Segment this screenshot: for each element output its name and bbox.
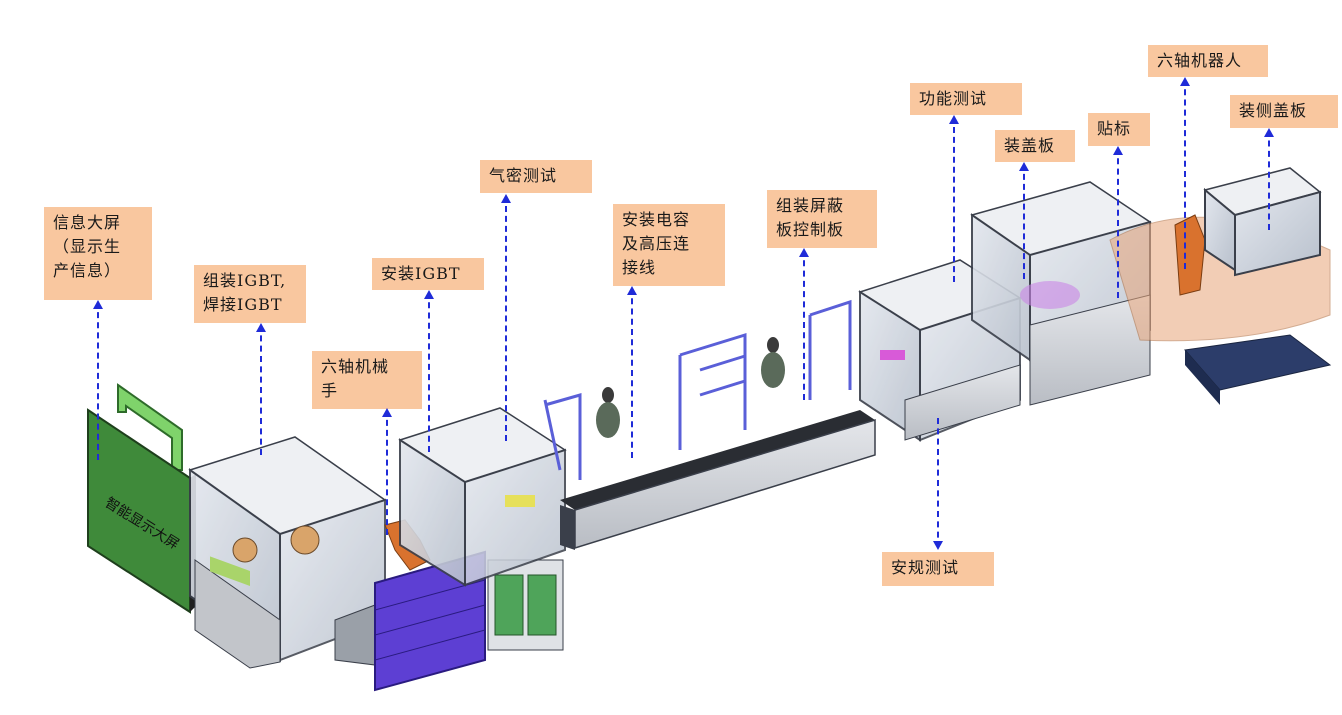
station-install-igbt-airtight [398,407,567,587]
label-side-cover: 装侧盖板 [1230,95,1338,128]
station-robot-side-cover [1109,167,1332,405]
label-install-capacitor: 安装电容 及高压连 接线 [613,204,725,286]
pointer-install-capacitor [627,286,637,458]
label-shield-board: 组装屏蔽 板控制板 [767,190,877,248]
station-cover-labeling [970,181,1152,406]
pointer-function-test [949,115,959,282]
material-racks [543,299,852,480]
label-six-axis-arm: 六轴机械 手 [312,351,422,409]
label-cover-plate: 装盖板 [995,130,1075,162]
pointer-install-igbt [424,290,434,452]
pointer-assemble-igbt [256,323,266,455]
info-big-screen: 智能显示大屏 [87,383,196,614]
label-install-igbt: 安装IGBT [372,258,484,290]
pointer-labeling [1113,146,1123,298]
pointer-side-cover [1264,128,1274,230]
pointer-cover-plate [1019,162,1029,279]
label-assemble-igbt: 组装IGBT, 焊接IGBT [194,265,306,323]
pointer-six-axis-robot [1180,77,1190,269]
label-info-screen: 信息大屏 （显示生 产信息） [44,207,152,300]
label-function-test: 功能测试 [910,83,1022,115]
pointer-shield-board [799,248,809,400]
label-safety-test: 安规测试 [882,552,994,586]
pointer-safety-test [933,418,943,550]
pointer-six-axis-arm [382,408,392,535]
operators [596,337,785,438]
label-airtight-test: 气密测试 [480,160,592,193]
pointer-info-screen [93,300,103,460]
label-labeling: 贴标 [1088,113,1150,146]
pointer-airtight-test [501,194,511,441]
label-six-axis-robot: 六轴机器人 [1148,45,1268,77]
